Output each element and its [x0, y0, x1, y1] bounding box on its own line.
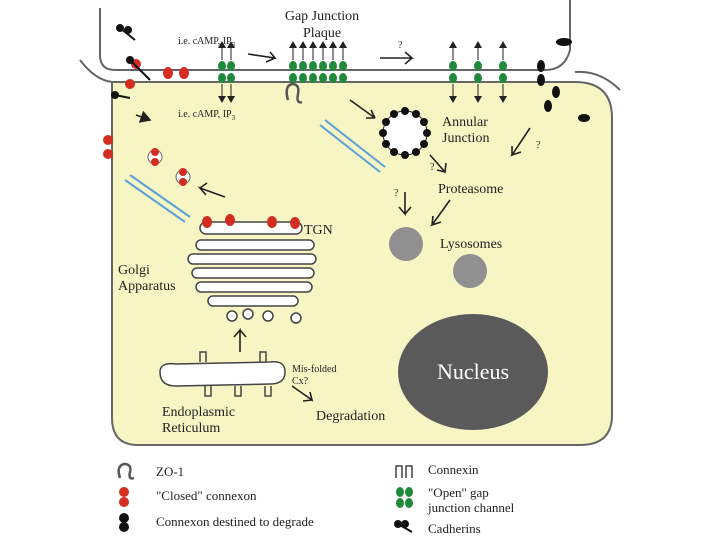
- cadherins: [111, 24, 151, 99]
- legend-open-1: "Open" gap: [428, 485, 489, 500]
- legend-degrade: Connexon destined to degrade: [156, 514, 314, 529]
- golgi-label-1: Golgi: [118, 263, 150, 278]
- tgn-connexons: [202, 214, 300, 229]
- golgi-label-2: Apparatus: [118, 279, 176, 294]
- misfolded-label-2: Cx?: [292, 376, 309, 387]
- vesicles-closed-connexons: [147, 148, 191, 186]
- upper-membrane: [99, 0, 571, 71]
- nucleus-label: Nucleus: [437, 359, 509, 384]
- annular-label-1: Annular: [442, 115, 488, 130]
- question-mark-4: ?: [536, 140, 541, 151]
- zo1-squiggle: [285, 82, 303, 104]
- lysosome-1: [389, 227, 423, 261]
- messenger-bottom: i.e. cAMP, IP3: [178, 109, 236, 122]
- question-mark-1: ?: [398, 40, 403, 51]
- degradation-label: Degradation: [316, 409, 385, 424]
- legend-open-2: junction channel: [427, 500, 515, 515]
- legend-cadherins-icon: [394, 520, 413, 533]
- gap-junction-plaque: [218, 41, 507, 103]
- plaque-label-2: Plaque: [303, 26, 341, 41]
- annular-label-2: Junction: [442, 131, 489, 146]
- lower-membrane-left: [79, 59, 113, 83]
- er-label-1: Endoplasmic: [162, 405, 235, 420]
- tgn-label: TGN: [304, 223, 333, 238]
- legend-degrade-icon: [119, 513, 129, 532]
- lysosomes-label: Lysosomes: [440, 237, 502, 252]
- legend-cadherins: Cadherins: [428, 521, 481, 536]
- legend-connexin: Connexin: [428, 462, 479, 477]
- endoplasmic-reticulum: [159, 360, 286, 387]
- degrade-connexons: [537, 38, 590, 122]
- legend-zo1: ZO-1: [156, 464, 184, 479]
- legend-closed: "Closed" connexon: [156, 488, 257, 503]
- golgi-apparatus: [187, 221, 317, 324]
- nucleus: [398, 314, 548, 430]
- transport-arrows: [135, 51, 531, 402]
- plaque-label-1: Gap Junction: [285, 9, 359, 24]
- membrane-right-edge: [574, 70, 621, 91]
- legend-closed-icon: [119, 487, 129, 507]
- legend-open-icon: [396, 487, 413, 508]
- lysosome-2: [453, 254, 487, 288]
- er-connexins: [199, 351, 272, 397]
- question-mark-2: ?: [430, 162, 435, 173]
- question-mark-3: ?: [394, 188, 399, 199]
- legend-connexin-icon: [395, 465, 413, 478]
- annular-junction: [379, 107, 431, 159]
- legend-zo1-icon: [117, 462, 135, 480]
- er-label-2: Reticulum: [162, 421, 220, 436]
- messenger-top: i.e. cAMP, IP3: [178, 36, 236, 49]
- legend: ZO-1 "Closed" connexon Connexon destined…: [117, 462, 515, 536]
- proteasome-label: Proteasome: [438, 182, 503, 197]
- misfolded-label-1: Mis-folded: [292, 364, 336, 375]
- microtubules: [124, 119, 386, 223]
